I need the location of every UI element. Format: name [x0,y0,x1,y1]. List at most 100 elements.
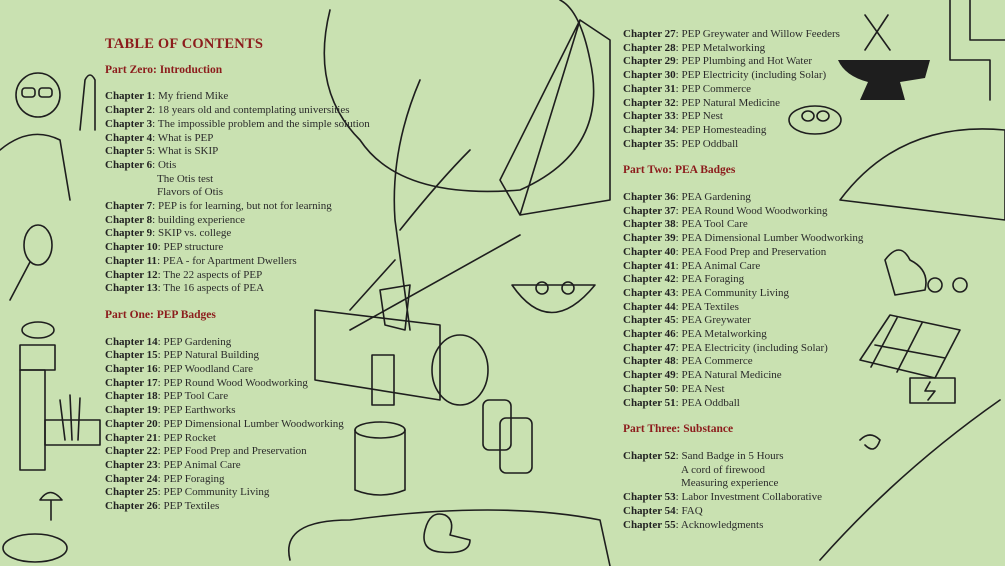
chapter-label: Chapter 17 [105,376,158,389]
chapter-label: Chapter 35 [623,137,676,150]
chapter-entry: Chapter 8: building experience [105,213,246,226]
chapter-title: PEP Greywater and Willow Feeders [681,28,840,40]
mushrooms-illustration [2,491,68,563]
chapter-title: PEA Textiles [681,300,739,313]
chapter-entry: Chapter 38: PEA Tool Care [623,218,748,231]
chapter-entry: Chapter 1: My friend Mike [105,90,229,103]
chapter-label: Chapter 15 [105,349,158,362]
chapter-label: Chapter 27 [623,28,676,40]
chapter-label: Chapter 9 [105,227,153,240]
chapter-title: PEA Commerce [681,355,753,368]
chapter-title: PEA Electricity (including Solar) [681,341,828,354]
chapter-label: Chapter 5 [105,145,153,158]
chapter-title: PEP Homesteading [681,123,767,136]
vine-illustration [819,399,1001,561]
part-heading: Part Two: PEA Badges [623,164,736,177]
cold-frame-illustration [499,19,611,216]
basket-illustration [511,281,596,314]
chapter-entry: Chapter 43: PEA Community Living [623,286,790,299]
chapter-title: FAQ [681,504,703,517]
chapter-entry: Chapter 6: Otis [105,158,177,171]
chapter-entry: Chapter 16: PEP Woodland Care [105,363,254,376]
chapter-label: Chapter 54 [623,504,676,517]
chapter-label: Chapter 31 [623,82,676,95]
chapter-label: Chapter 41 [623,259,676,272]
axe-and-log-illustration [314,234,521,406]
chapter-title: Labor Investment Collaborative [681,491,822,504]
chapter-title: PEP Plumbing and Hot Water [681,55,812,68]
chapter-entry: Chapter 39: PEA Dimensional Lumber Woodw… [623,232,864,245]
chapter-entry: Chapter 46: PEA Metalworking [623,328,767,341]
chapter-label: Chapter 3 [105,117,153,130]
chapter-title: PEA Round Wood Woodworking [681,204,828,217]
chapter-title: What is PEP [157,131,214,144]
chapter-title: The impossible problem and the simple so… [157,117,370,130]
chapter-label: Chapter 14 [105,335,158,348]
chapter-title: PEP Tool Care [163,390,229,403]
chapter-title: Otis [157,158,177,171]
chapter-entry: Chapter 35: PEP Oddball [623,137,739,150]
chapter-entry: Chapter 15: PEP Natural Building [105,349,260,362]
chapter-title: PEA Food Prep and Preservation [681,245,827,258]
chapter-label: Chapter 43 [623,286,676,299]
chapter-entry: Chapter 18: PEP Tool Care [105,390,229,403]
chapter-entry: Chapter 22: PEP Food Prep and Preservati… [105,445,307,458]
pond-duck-illustration [288,509,611,566]
chapter-title: PEP Commerce [681,82,752,95]
chapter-label: Chapter 18 [105,390,158,403]
chapter-title: PEA Gardening [681,191,751,204]
chapter-label: Chapter 1 [105,90,153,103]
chapter-label: Chapter 16 [105,363,158,376]
chapter-entry: Chapter 21: PEP Rocket [105,431,216,444]
chapter-title: SKIP vs. college [157,227,232,240]
chapter-title: PEP Foraging [163,472,225,485]
chapter-label: Chapter 39 [623,232,676,245]
chapter-entry: Chapter 26: PEP Textiles [105,500,220,513]
chapter-entry: Chapter 49: PEA Natural Medicine [623,369,782,382]
part-heading: Part Three: Substance [623,423,734,436]
chapter-label: Chapter 21 [105,431,158,444]
chapter-title: PEA Foraging [681,273,745,286]
chapter-title: PEP structure [163,241,224,254]
solar-panel-illustration [859,314,961,404]
chapter-title: PEP Rocket [163,431,216,444]
chapter-label: Chapter 52 [623,449,676,462]
chapter-title: The 16 aspects of PEA [163,282,265,295]
chapter-entry: Chapter 12: The 22 aspects of PEP [105,268,263,281]
pipes-illustration [949,0,1005,101]
chapter-entry: Chapter 33: PEP Nest [623,110,723,123]
chapter-title: PEA Community Living [681,286,790,299]
chapter-entry: Chapter 36: PEA Gardening [623,191,751,204]
chapter-title: PEP Community Living [163,486,270,499]
chapter-entry: Chapter 25: PEP Community Living [105,486,270,499]
chapter-subitem: Measuring experience [681,477,779,490]
chapter-label: Chapter 50 [623,382,676,395]
chapter-label: Chapter 33 [623,110,676,123]
chapter-entry: Chapter 31: PEP Commerce [623,82,752,95]
part-heading: Part One: PEP Badges [105,308,216,321]
chapter-entry: Chapter 29: PEP Plumbing and Hot Water [623,55,812,68]
chapter-title: PEA Oddball [681,396,740,409]
chapter-title: 18 years old and contemplating universit… [157,104,350,117]
chapter-entry: Chapter 40: PEA Food Prep and Preservati… [623,245,827,258]
chapter-title: My friend Mike [157,90,229,103]
chapter-title: PEP Natural Building [163,349,260,362]
chapter-entry: Chapter 24: PEP Foraging [105,472,225,485]
chopping-block-illustration [354,354,406,496]
chapter-title: The 22 aspects of PEP [163,268,263,281]
chapter-title: PEP Food Prep and Preservation [163,445,307,458]
chapter-entry: Chapter 44: PEA Textiles [623,300,739,313]
chapter-label: Chapter 26 [105,500,158,513]
chapter-entry: Chapter 2: 18 years old and contemplatin… [105,104,350,117]
chapter-label: Chapter 38 [623,218,676,231]
man-waving-illustration [0,72,96,201]
chapter-title: PEP Gardening [163,335,232,348]
chapter-label: Chapter 22 [105,445,158,458]
chapter-label: Chapter 37 [623,204,676,217]
chapter-label: Chapter 6 [105,158,153,171]
chapter-entry: Chapter 3: The impossible problem and th… [105,117,370,130]
nest-illustration [788,105,842,135]
chapter-entry: Chapter 54: FAQ [623,504,703,517]
